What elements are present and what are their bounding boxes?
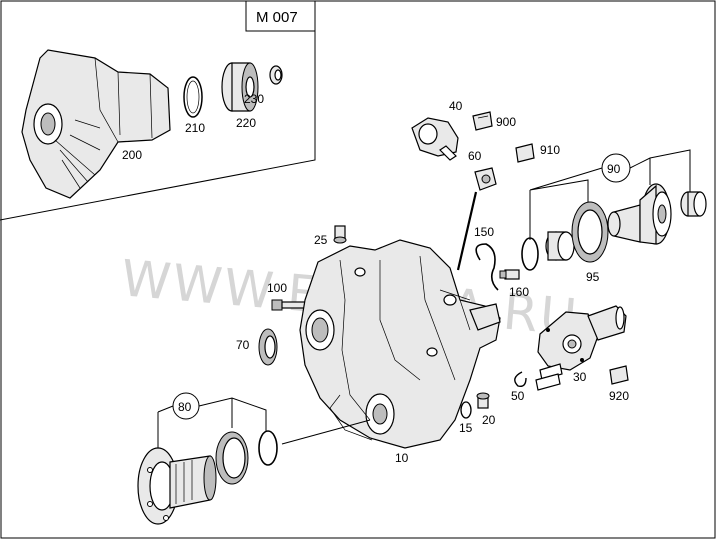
- part-230-seal: 230: [244, 65, 283, 106]
- part-80-group: 80: [157, 392, 371, 455]
- part-90-output-flange: [607, 183, 707, 245]
- part-160-bolt: 160: [499, 269, 529, 299]
- label-900: 900: [496, 115, 516, 129]
- part-100-bolt: 100: [267, 281, 309, 311]
- label-920: 920: [609, 389, 629, 403]
- label-95: 95: [586, 270, 600, 284]
- label-60: 60: [468, 149, 482, 163]
- label-50: 50: [511, 389, 525, 403]
- part-25-plug: 25: [314, 225, 347, 247]
- part-150-clip: 150: [474, 225, 499, 291]
- label-150: 150: [474, 225, 494, 239]
- reference-code-box: [245, 0, 316, 32]
- label-10: 10: [395, 451, 409, 465]
- part-15-washer: 15: [459, 401, 473, 435]
- label-910: 910: [540, 143, 560, 157]
- part-60-switch: 60: [456, 149, 497, 271]
- label-160: 160: [509, 285, 529, 299]
- part-70-seal: 70: [236, 328, 278, 366]
- part-90-rings: 95: [521, 201, 609, 284]
- part-80-seal-ring: [215, 431, 249, 485]
- label-210: 210: [185, 121, 205, 135]
- part-80-o-ring: [258, 430, 278, 466]
- part-220-flange: 220: [221, 62, 259, 130]
- label-230: 230: [244, 92, 264, 106]
- label-100: 100: [267, 281, 287, 295]
- label-40: 40: [449, 99, 463, 113]
- label-25: 25: [314, 233, 328, 247]
- part-10-housing: 10: [299, 239, 501, 465]
- reference-code: M 007: [256, 9, 298, 26]
- part-40-sensor: 40: [411, 99, 463, 161]
- part-920-clip: 920: [609, 365, 629, 403]
- part-30-actuator: 30: [535, 305, 627, 391]
- part-50-circlip: 50: [511, 371, 527, 403]
- label-70: 70: [236, 338, 250, 352]
- part-20-plug: 20: [476, 392, 496, 427]
- part-910-clip: 910: [515, 143, 560, 163]
- label-90: 90: [607, 162, 621, 176]
- label-220: 220: [236, 116, 256, 130]
- part-80-flange: [137, 447, 217, 525]
- part-200-cover: 200: [21, 49, 171, 199]
- part-210-snap-ring: 210: [183, 76, 205, 135]
- label-15: 15: [459, 421, 473, 435]
- label-200: 200: [122, 148, 142, 162]
- label-20: 20: [482, 413, 496, 427]
- inset-box: M 007: [0, 0, 316, 221]
- label-30: 30: [573, 370, 587, 384]
- part-90-group: 90: [529, 149, 691, 240]
- part-900-clip: 900: [472, 111, 516, 131]
- label-80: 80: [178, 400, 192, 414]
